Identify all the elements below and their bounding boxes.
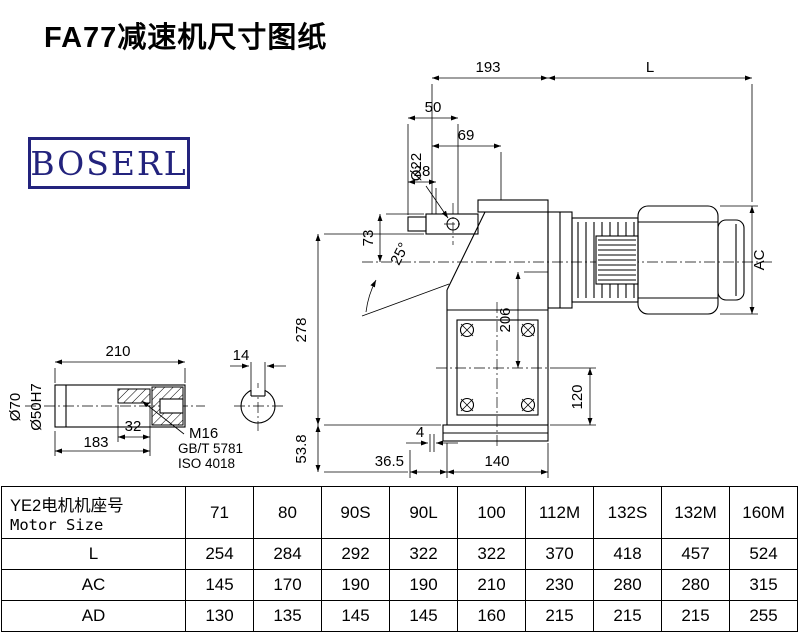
shaft-section-view	[240, 388, 276, 424]
table-cell: 524	[729, 538, 798, 570]
size-col-header: 100	[457, 486, 526, 539]
dim-69: 69	[458, 127, 475, 144]
table-cell: 280	[593, 569, 662, 601]
dim-angle-25: 25°	[387, 240, 412, 268]
size-col-header: 112M	[525, 486, 594, 539]
table-row-AC: AC 145 170 190 190 210 230 280 280 315	[1, 569, 798, 601]
table-cell: 230	[525, 569, 594, 601]
table-cell: 210	[457, 569, 526, 601]
dim-210: 210	[105, 343, 130, 360]
table-cell: 418	[593, 538, 662, 570]
technical-drawing: 193 L 50 69 28 Ø22 73 278 53.8 206 AC 12…	[7, 59, 772, 478]
output-shaft-detail	[54, 384, 186, 428]
dim-278: 278	[293, 317, 310, 342]
dim-206: 206	[497, 307, 514, 332]
table-cell: 322	[389, 538, 458, 570]
table-cell: 215	[525, 600, 594, 632]
dimension-labels: 193 L 50 69 28 Ø22 73 278 53.8 206 AC 12…	[7, 59, 768, 471]
row-label: L	[1, 538, 186, 570]
table-cell: 280	[661, 569, 730, 601]
table-header-row: YE2电机机座号 Motor Size 71 80 90S 90L 100 11…	[1, 486, 798, 539]
dim-28: 28	[414, 163, 431, 180]
label-gb-standard: GB/T 5781	[178, 441, 243, 456]
size-col-header: 132S	[593, 486, 662, 539]
page-title: FA77减速机尺寸图纸	[44, 22, 328, 54]
motor-size-table: YE2电机机座号 Motor Size 71 80 90S 90L 100 11…	[1, 486, 798, 632]
table-cell: 130	[185, 600, 254, 632]
table-cell: 170	[253, 569, 322, 601]
label-iso-standard: ISO 4018	[178, 456, 235, 471]
table-cell: 292	[321, 538, 390, 570]
table-cell: 370	[525, 538, 594, 570]
table-cell: 255	[729, 600, 798, 632]
dim-53-8: 53.8	[293, 434, 310, 463]
brand-logo: BOSERL	[28, 137, 190, 189]
size-col-header: 90S	[321, 486, 390, 539]
table-row-AD: AD 130 135 145 145 160 215 215 215 255	[1, 600, 798, 632]
size-col-header: 132M	[661, 486, 730, 539]
size-col-header: 80	[253, 486, 322, 539]
motor-size-label-cn: YE2电机机座号	[10, 496, 124, 515]
dim-dia70: Ø70	[7, 393, 24, 421]
table-cell: 160	[457, 600, 526, 632]
dim-32: 32	[125, 418, 142, 435]
table-cell: 190	[389, 569, 458, 601]
dimension-lines	[54, 75, 758, 478]
dim-36-5: 36.5	[375, 453, 404, 470]
dim-50: 50	[425, 99, 442, 116]
motor	[547, 205, 745, 315]
motor-size-label-en: Motor Size	[10, 515, 104, 534]
table-cell: 284	[253, 538, 322, 570]
table-cell: 322	[457, 538, 526, 570]
brand-logo-text: BOSERL	[30, 143, 188, 183]
dim-AC: AC	[751, 249, 768, 270]
table-cell: 145	[389, 600, 458, 632]
table-cell: 215	[593, 600, 662, 632]
dim-183: 183	[83, 434, 108, 451]
row-label: AC	[1, 569, 186, 601]
dim-length-L: L	[646, 59, 654, 76]
gearbox-housing	[361, 199, 549, 442]
dim-dia50h7: Ø50H7	[28, 383, 45, 431]
size-col-header: 71	[185, 486, 254, 539]
row-label: AD	[1, 600, 186, 632]
table-cell: 145	[321, 600, 390, 632]
table-cell: 457	[661, 538, 730, 570]
dim-4: 4	[416, 424, 424, 441]
table-cell: 215	[661, 600, 730, 632]
table-cell: 254	[185, 538, 254, 570]
centerlines	[25, 203, 772, 448]
size-col-header: 160M	[729, 486, 798, 539]
table-row-L: L 254 284 292 322 322 370 418 457 524	[1, 538, 798, 570]
table-cell: 315	[729, 569, 798, 601]
label-m16-thread: M16	[189, 425, 218, 442]
motor-size-header: YE2电机机座号 Motor Size	[1, 486, 186, 539]
table-cell: 135	[253, 600, 322, 632]
dim-193: 193	[475, 59, 500, 76]
size-col-header: 90L	[389, 486, 458, 539]
dim-dia22: Ø22	[408, 153, 425, 181]
dim-140: 140	[484, 453, 509, 470]
dim-14: 14	[233, 347, 250, 364]
dim-73: 73	[360, 230, 377, 247]
dim-120: 120	[569, 384, 586, 409]
table-cell: 190	[321, 569, 390, 601]
table-cell: 145	[185, 569, 254, 601]
